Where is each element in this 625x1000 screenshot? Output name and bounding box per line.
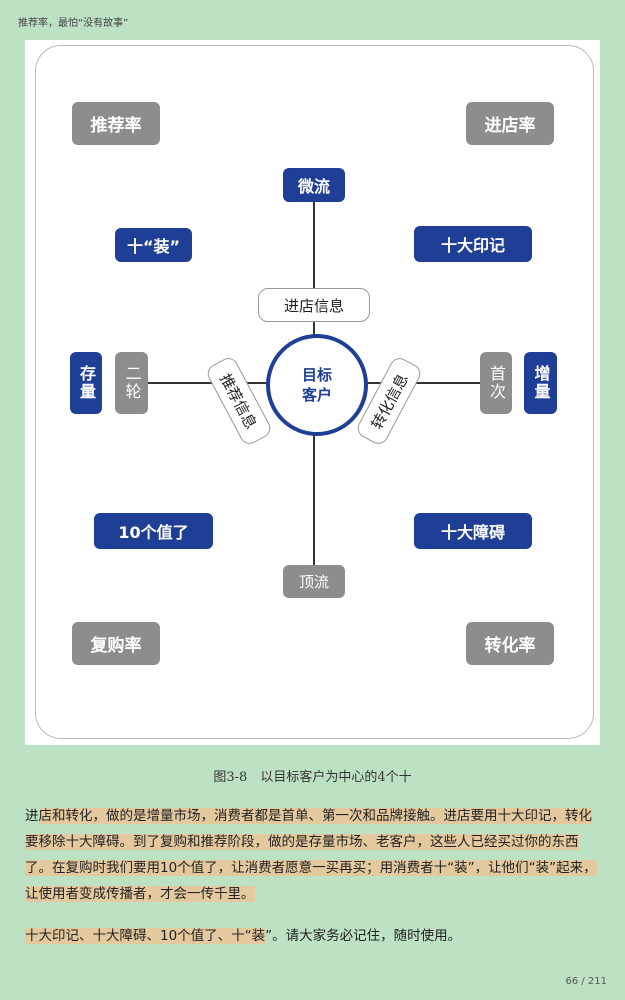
figure-caption: 图3-8 以目标客户为中心的4个十 <box>213 770 412 785</box>
paragraph-2: 十大印记、十大障碍、10个值了、十“装”。请大家务必记住，随时使用。 <box>25 923 605 949</box>
left-inner: 二轮 <box>115 352 148 414</box>
page-number: 66 / 211 <box>565 976 607 987</box>
bottom-node: 顶流 <box>283 565 345 598</box>
diagram: 推荐率 进店率 复购率 转化率 微流 顶流 十“装” 十大印记 10个值了 十大… <box>25 40 600 745</box>
diagram-frame <box>35 45 594 739</box>
ten-bottom-left: 10个值了 <box>94 513 213 549</box>
ten-bottom-right: 十大障碍 <box>414 513 532 549</box>
right-outer: 增量 <box>524 352 557 414</box>
corner-bottom-right: 转化率 <box>466 622 554 665</box>
p1-highlight: 店和转化，做的是增量市场，消费者都是首单、第一次和品牌接触。进店要用十大印记，转… <box>25 808 597 902</box>
right-inner: 首次 <box>480 352 512 414</box>
running-header: 推荐率，最怕“没有故事” <box>18 18 129 29</box>
top-node: 微流 <box>283 168 345 202</box>
top-info: 进店信息 <box>258 288 370 322</box>
center-target-customer: 目标客户 <box>266 334 368 436</box>
p1-first: 进 <box>25 808 39 824</box>
p2-highlight: 十大印记、十大障碍、10个值了、十“装 <box>25 928 266 944</box>
corner-top-left: 推荐率 <box>72 102 160 145</box>
ten-top-right: 十大印记 <box>414 226 532 262</box>
corner-bottom-left: 复购率 <box>72 622 160 665</box>
left-outer: 存量 <box>70 352 102 414</box>
p2-rest: ”。请大家务必记住，随时使用。 <box>265 928 462 944</box>
paragraph-1: 进店和转化，做的是增量市场，消费者都是首单、第一次和品牌接触。进店要用十大印记，… <box>25 803 605 907</box>
center-line-1: 目标 <box>301 366 332 384</box>
ten-top-left: 十“装” <box>115 228 192 262</box>
center-line-2: 客户 <box>301 386 332 404</box>
corner-top-right: 进店率 <box>466 102 554 145</box>
